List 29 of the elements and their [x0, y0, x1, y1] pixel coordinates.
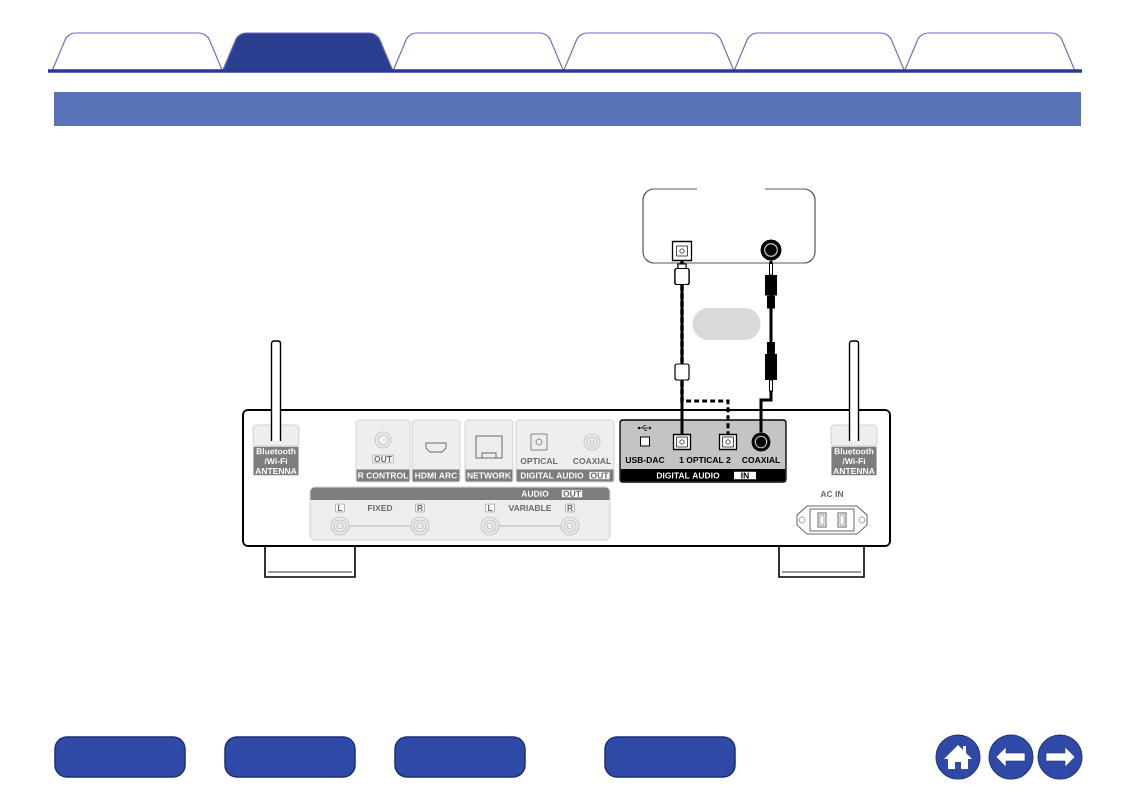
panel-label: AUDIO: [521, 490, 549, 497]
optical-jack: [672, 433, 692, 451]
port-label: AC IN: [820, 491, 844, 498]
panel-label: HDMI ARC: [415, 472, 458, 479]
coaxial-jack: [751, 432, 771, 452]
panel-label: R CONTROL: [358, 472, 409, 479]
panel-label: DIGITAL AUDIO: [520, 472, 584, 479]
port-label: VARIABLE: [508, 505, 552, 511]
coaxial-jack: [760, 239, 782, 261]
pill-shape: [692, 308, 761, 340]
antenna-label: Bluetooth /Wi-Fi ANTENNA: [253, 446, 299, 476]
port-label: COAXIAL: [742, 457, 780, 464]
direction-tag: OUT: [561, 489, 583, 498]
optical-jack: [671, 240, 693, 262]
port-label: 1 OPTICAL 2: [679, 457, 731, 464]
panel-label: DIGITAL AUDIO: [656, 472, 720, 479]
direction-tag: IN: [734, 471, 756, 480]
antenna-label: Bluetooth /Wi-Fi ANTENNA: [831, 446, 877, 476]
port-label: COAXIAL: [573, 458, 611, 465]
port-label: OPTICAL: [520, 458, 558, 465]
device-box: [642, 188, 816, 264]
panel-label: NETWORK: [467, 472, 511, 479]
direction-tag: OUT: [588, 471, 611, 480]
cable: [674, 261, 730, 434]
optical-jack: [718, 433, 738, 451]
port-label: USB-DAC: [625, 457, 665, 464]
port-label: FIXED: [368, 505, 393, 511]
direction-tag: OUT: [372, 454, 394, 464]
cable: [759, 260, 777, 433]
